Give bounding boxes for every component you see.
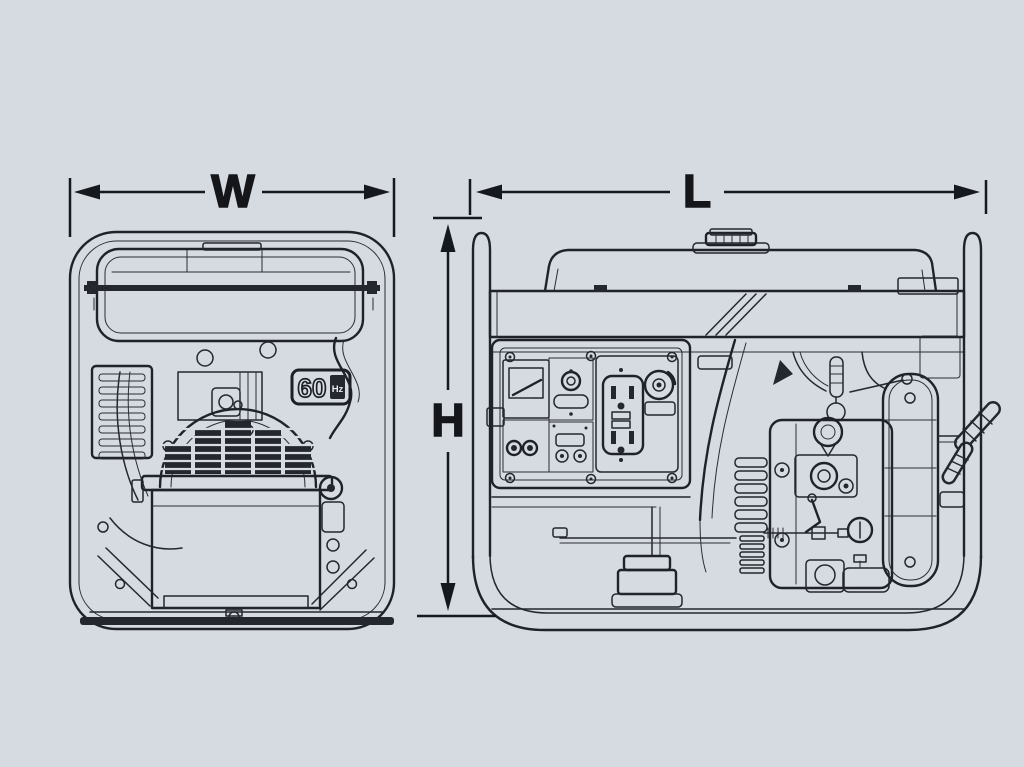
engine-mounts	[805, 554, 890, 593]
voltmeter-gauge	[502, 359, 550, 419]
fuel-plumbing	[792, 351, 913, 457]
length-dimension-label: L	[683, 165, 711, 217]
crankcase-ribs	[739, 535, 765, 574]
panel-indicator-lights	[502, 419, 550, 473]
side-fuel-tank	[543, 248, 938, 293]
fuel-cap	[692, 228, 770, 254]
width-dimension: W	[68, 164, 396, 237]
side-view	[471, 228, 1001, 632]
frequency-badge: 60 Hz	[290, 368, 352, 406]
carburetor	[763, 454, 874, 544]
engine-assembly	[698, 338, 913, 593]
twist-lock-outlet	[643, 369, 677, 416]
front-generator-box	[131, 474, 345, 610]
front-lower-machinery	[97, 517, 375, 623]
side-frame	[471, 231, 983, 632]
exhaust-pipe	[937, 401, 1001, 508]
height-dimension: H	[417, 216, 496, 618]
power-switch	[548, 357, 594, 421]
engine-mount-foot	[611, 554, 683, 608]
fuel-valve-arrow	[773, 360, 793, 385]
height-dimension-label: H	[431, 394, 464, 446]
front-crossbar	[84, 281, 380, 311]
length-dimension: L	[468, 164, 988, 218]
muffler	[881, 277, 961, 588]
front-fuel-tank	[95, 242, 365, 343]
panel-support	[486, 355, 737, 557]
side-tank-shelf	[488, 285, 966, 353]
front-view: 60 Hz	[68, 230, 396, 631]
control-panel	[490, 338, 692, 490]
width-dimension-label: W	[211, 165, 255, 217]
panel-screws	[504, 350, 678, 485]
frequency-value: 60	[298, 373, 327, 403]
panel-lower-connectors	[548, 421, 594, 473]
cylinder-cooling-fins	[734, 457, 768, 533]
outlet-section	[595, 355, 679, 473]
front-louver-vent	[90, 364, 154, 460]
front-fan-grille	[160, 421, 316, 474]
gfci-outlet	[601, 368, 645, 462]
front-base-rail	[80, 611, 394, 625]
frequency-unit: Hz	[332, 384, 344, 395]
